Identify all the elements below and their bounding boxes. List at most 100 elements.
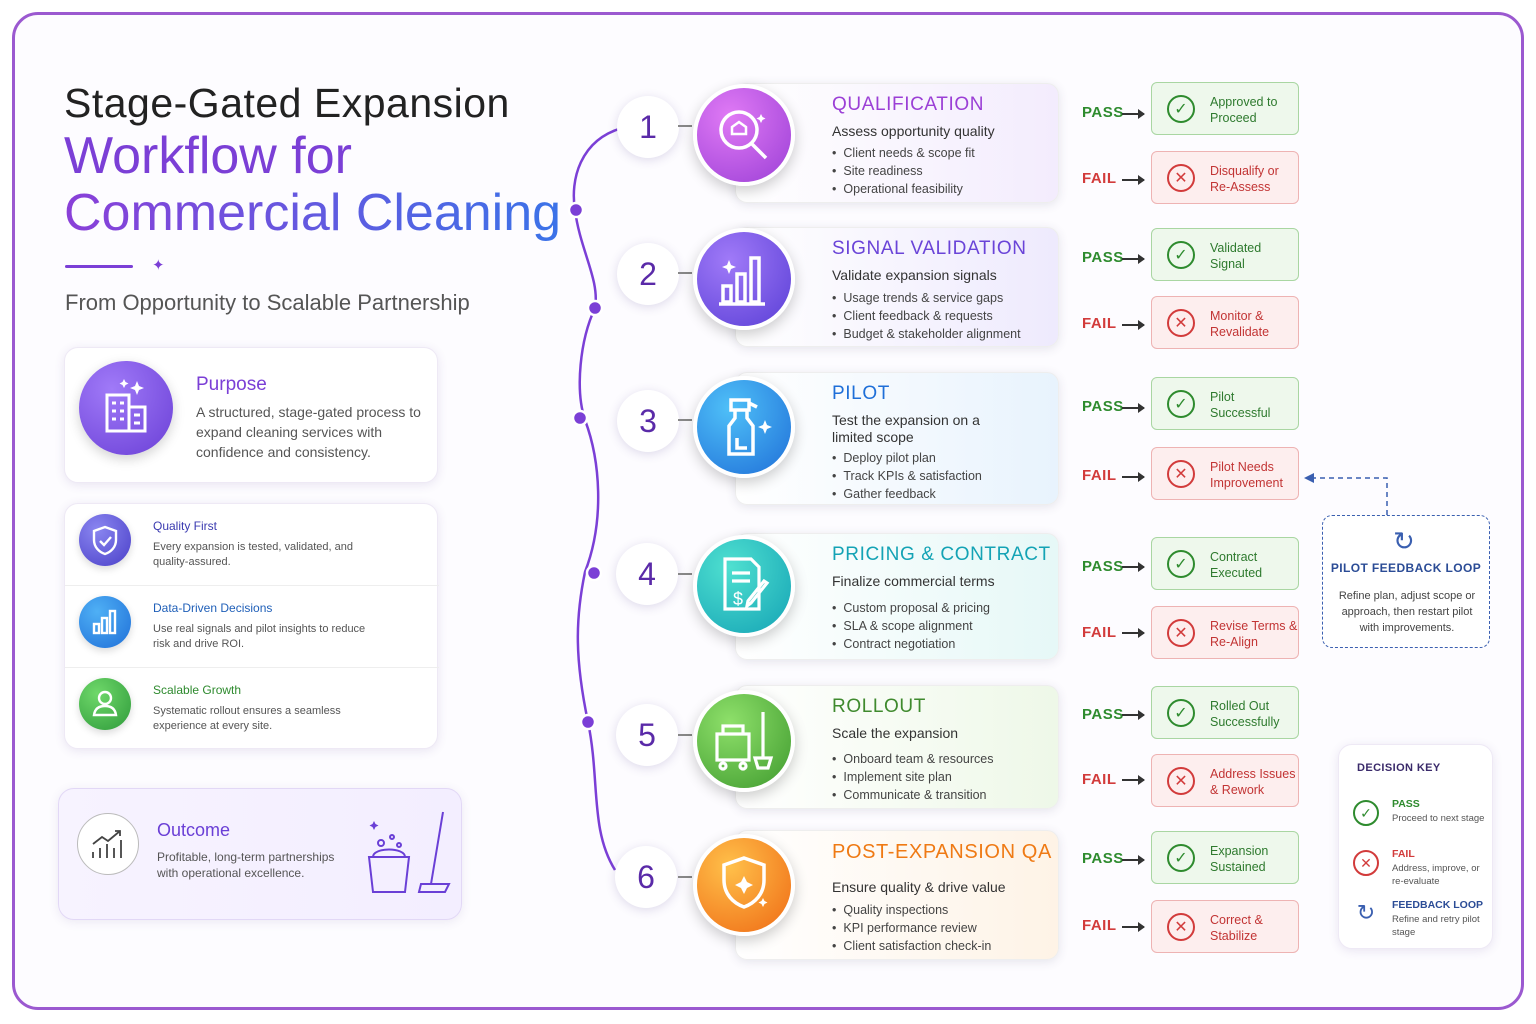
fail-arrow: [1122, 922, 1145, 932]
fail-result-text: Monitor & Revalidate: [1210, 309, 1270, 339]
stage-bullet: Deploy pilot plan: [832, 449, 982, 467]
stage-bullet: Client feedback & requests: [832, 307, 1021, 325]
outcome-card: Outcome Profitable, long-term partnershi…: [58, 788, 462, 920]
value-text: Every expansion is tested, validated, an…: [153, 541, 353, 568]
stage-bullets: Onboard team & resources Implement site …: [832, 750, 993, 804]
stage-desc: Finalize commercial terms: [832, 573, 995, 589]
key-text: Address, improve, or re-evaluate: [1392, 863, 1480, 887]
pass-result: ✓Expansion Sustained: [1151, 831, 1299, 884]
fail-result: ✕Disqualify or Re-Assess: [1151, 151, 1299, 204]
pass-label: PASS: [1082, 558, 1124, 575]
stage-title: PRICING & CONTRACT: [832, 544, 1051, 565]
stage-bullet: Contract negotiation: [832, 635, 990, 653]
purpose-card: Purpose A structured, stage-gated proces…: [64, 347, 438, 483]
value-title: Quality First: [153, 519, 218, 533]
value-text: Systematic rollout ensures a seamless ex…: [153, 705, 341, 732]
stage-desc: Ensure quality & drive value: [832, 879, 1006, 895]
value-item: Data-Driven Decisions Use real signals a…: [65, 586, 439, 668]
fail-result-text: Pilot Needs Improvement: [1210, 460, 1283, 490]
connector-dash: [678, 876, 692, 878]
stage-card-qualification: QUALIFICATION Assess opportunity quality…: [735, 83, 1059, 203]
pass-arrow: [1122, 710, 1145, 720]
pass-result: ✓Rolled Out Successfully: [1151, 686, 1299, 739]
stage-bullet: Usage trends & service gaps: [832, 289, 1021, 307]
value-title: Scalable Growth: [153, 683, 242, 697]
fail-arrow: [1122, 775, 1145, 785]
contract-icon: $: [693, 535, 795, 637]
fail-label: FAIL: [1082, 771, 1117, 788]
stage-title: ROLLOUT: [832, 696, 926, 717]
spray-bottle-icon: [693, 376, 795, 478]
fail-result: ✕ Address Issues & Rework: [1151, 754, 1299, 807]
fail-result: ✕Correct & Stabilize: [1151, 900, 1299, 953]
pass-arrow: [1122, 855, 1145, 865]
pass-result-text: Validated Signal: [1210, 241, 1262, 271]
pass-result: ✓Approved to Proceed: [1151, 82, 1299, 135]
pass-result: ✓Contract Executed: [1151, 537, 1299, 590]
pass-result: ✓ Validated Signal: [1151, 228, 1299, 281]
pass-label: PASS: [1082, 706, 1124, 723]
title-rule: [65, 265, 133, 268]
fail-result: ✕Pilot Needs Improvement: [1151, 447, 1299, 500]
stage-desc: Scale the expansion: [832, 725, 959, 741]
stage-number: 5: [616, 704, 678, 766]
fail-result: ✕ Monitor & Revalidate: [1151, 296, 1299, 349]
stage-title: POST-EXPANSION QA: [832, 841, 1052, 863]
value-text: Use real signals and pilot insights to r…: [153, 623, 366, 650]
pass-label: PASS: [1082, 398, 1124, 415]
fail-result-text: Revise Terms & Re-Align: [1210, 619, 1298, 649]
refresh-icon: ↻: [1393, 526, 1415, 556]
key-label: FAIL: [1392, 848, 1415, 860]
stage-bullet: Client needs & scope fit: [832, 144, 974, 162]
fail-result-text: Address Issues & Rework: [1210, 767, 1296, 797]
pass-label: PASS: [1082, 850, 1124, 867]
stage-bullet: Onboard team & resources: [832, 750, 993, 768]
connector-dash: [678, 272, 692, 274]
x-icon: ✕: [1167, 767, 1195, 795]
x-icon: ✕: [1353, 850, 1379, 876]
outcome-text: Profitable, long-term partnerships with …: [157, 850, 335, 880]
cleaning-cart-icon: [693, 690, 795, 792]
pass-label: PASS: [1082, 104, 1124, 121]
stage-bullet: Communicate & transition: [832, 786, 993, 804]
building-icon: [79, 361, 173, 455]
value-item: Quality First Every expansion is tested,…: [65, 504, 439, 586]
stage-bullet: Gather feedback: [832, 485, 982, 503]
check-icon: ✓: [1167, 241, 1195, 269]
key-text: Proceed to next stage: [1392, 813, 1485, 824]
refresh-icon: ↻: [1356, 900, 1376, 925]
stage-title: QUALIFICATION: [832, 94, 985, 115]
stage-bullet: Track KPIs & satisfaction: [832, 467, 981, 485]
pass-arrow: [1122, 403, 1145, 413]
pass-label: PASS: [1082, 249, 1124, 266]
x-icon: ✕: [1167, 309, 1195, 337]
check-icon: ✓: [1167, 844, 1195, 872]
feedback-loop-arrow: [1304, 473, 1388, 515]
signal-bars-icon: [693, 228, 795, 330]
stage-bullet: Operational feasibility: [832, 180, 975, 198]
magnifier-icon: [693, 84, 795, 186]
title-line-3: Commercial Cleaning: [64, 184, 562, 242]
fail-label: FAIL: [1082, 467, 1117, 484]
stage-bullets: Custom proposal & pricing SLA & scope al…: [832, 599, 990, 653]
stage-connector-line: [567, 126, 623, 871]
stage-number: 1: [617, 96, 679, 158]
stage-bullet: SLA & scope alignment: [832, 617, 990, 635]
pass-arrow: [1122, 254, 1145, 264]
fail-label: FAIL: [1082, 315, 1117, 332]
x-icon: ✕: [1167, 913, 1195, 941]
sparkle-icon: ✦: [152, 257, 165, 274]
shield-check-icon: [79, 514, 131, 566]
person-icon: [79, 678, 131, 730]
connector-dash: [678, 125, 692, 127]
pass-arrow: [1122, 109, 1145, 119]
subtitle: From Opportunity to Scalable Partnership: [65, 290, 470, 315]
value-title: Data-Driven Decisions: [153, 601, 273, 615]
stage-bullet: Custom proposal & pricing: [832, 599, 990, 617]
stage-title: SIGNAL VALIDATION: [832, 238, 1027, 259]
key-label: PASS: [1392, 798, 1420, 810]
pass-result-text: Contract Executed: [1210, 550, 1263, 580]
fail-arrow: [1122, 175, 1145, 185]
title-line-2: Workflow for: [64, 127, 352, 185]
stage-desc: Test the expansion on a limited scope: [832, 412, 980, 445]
